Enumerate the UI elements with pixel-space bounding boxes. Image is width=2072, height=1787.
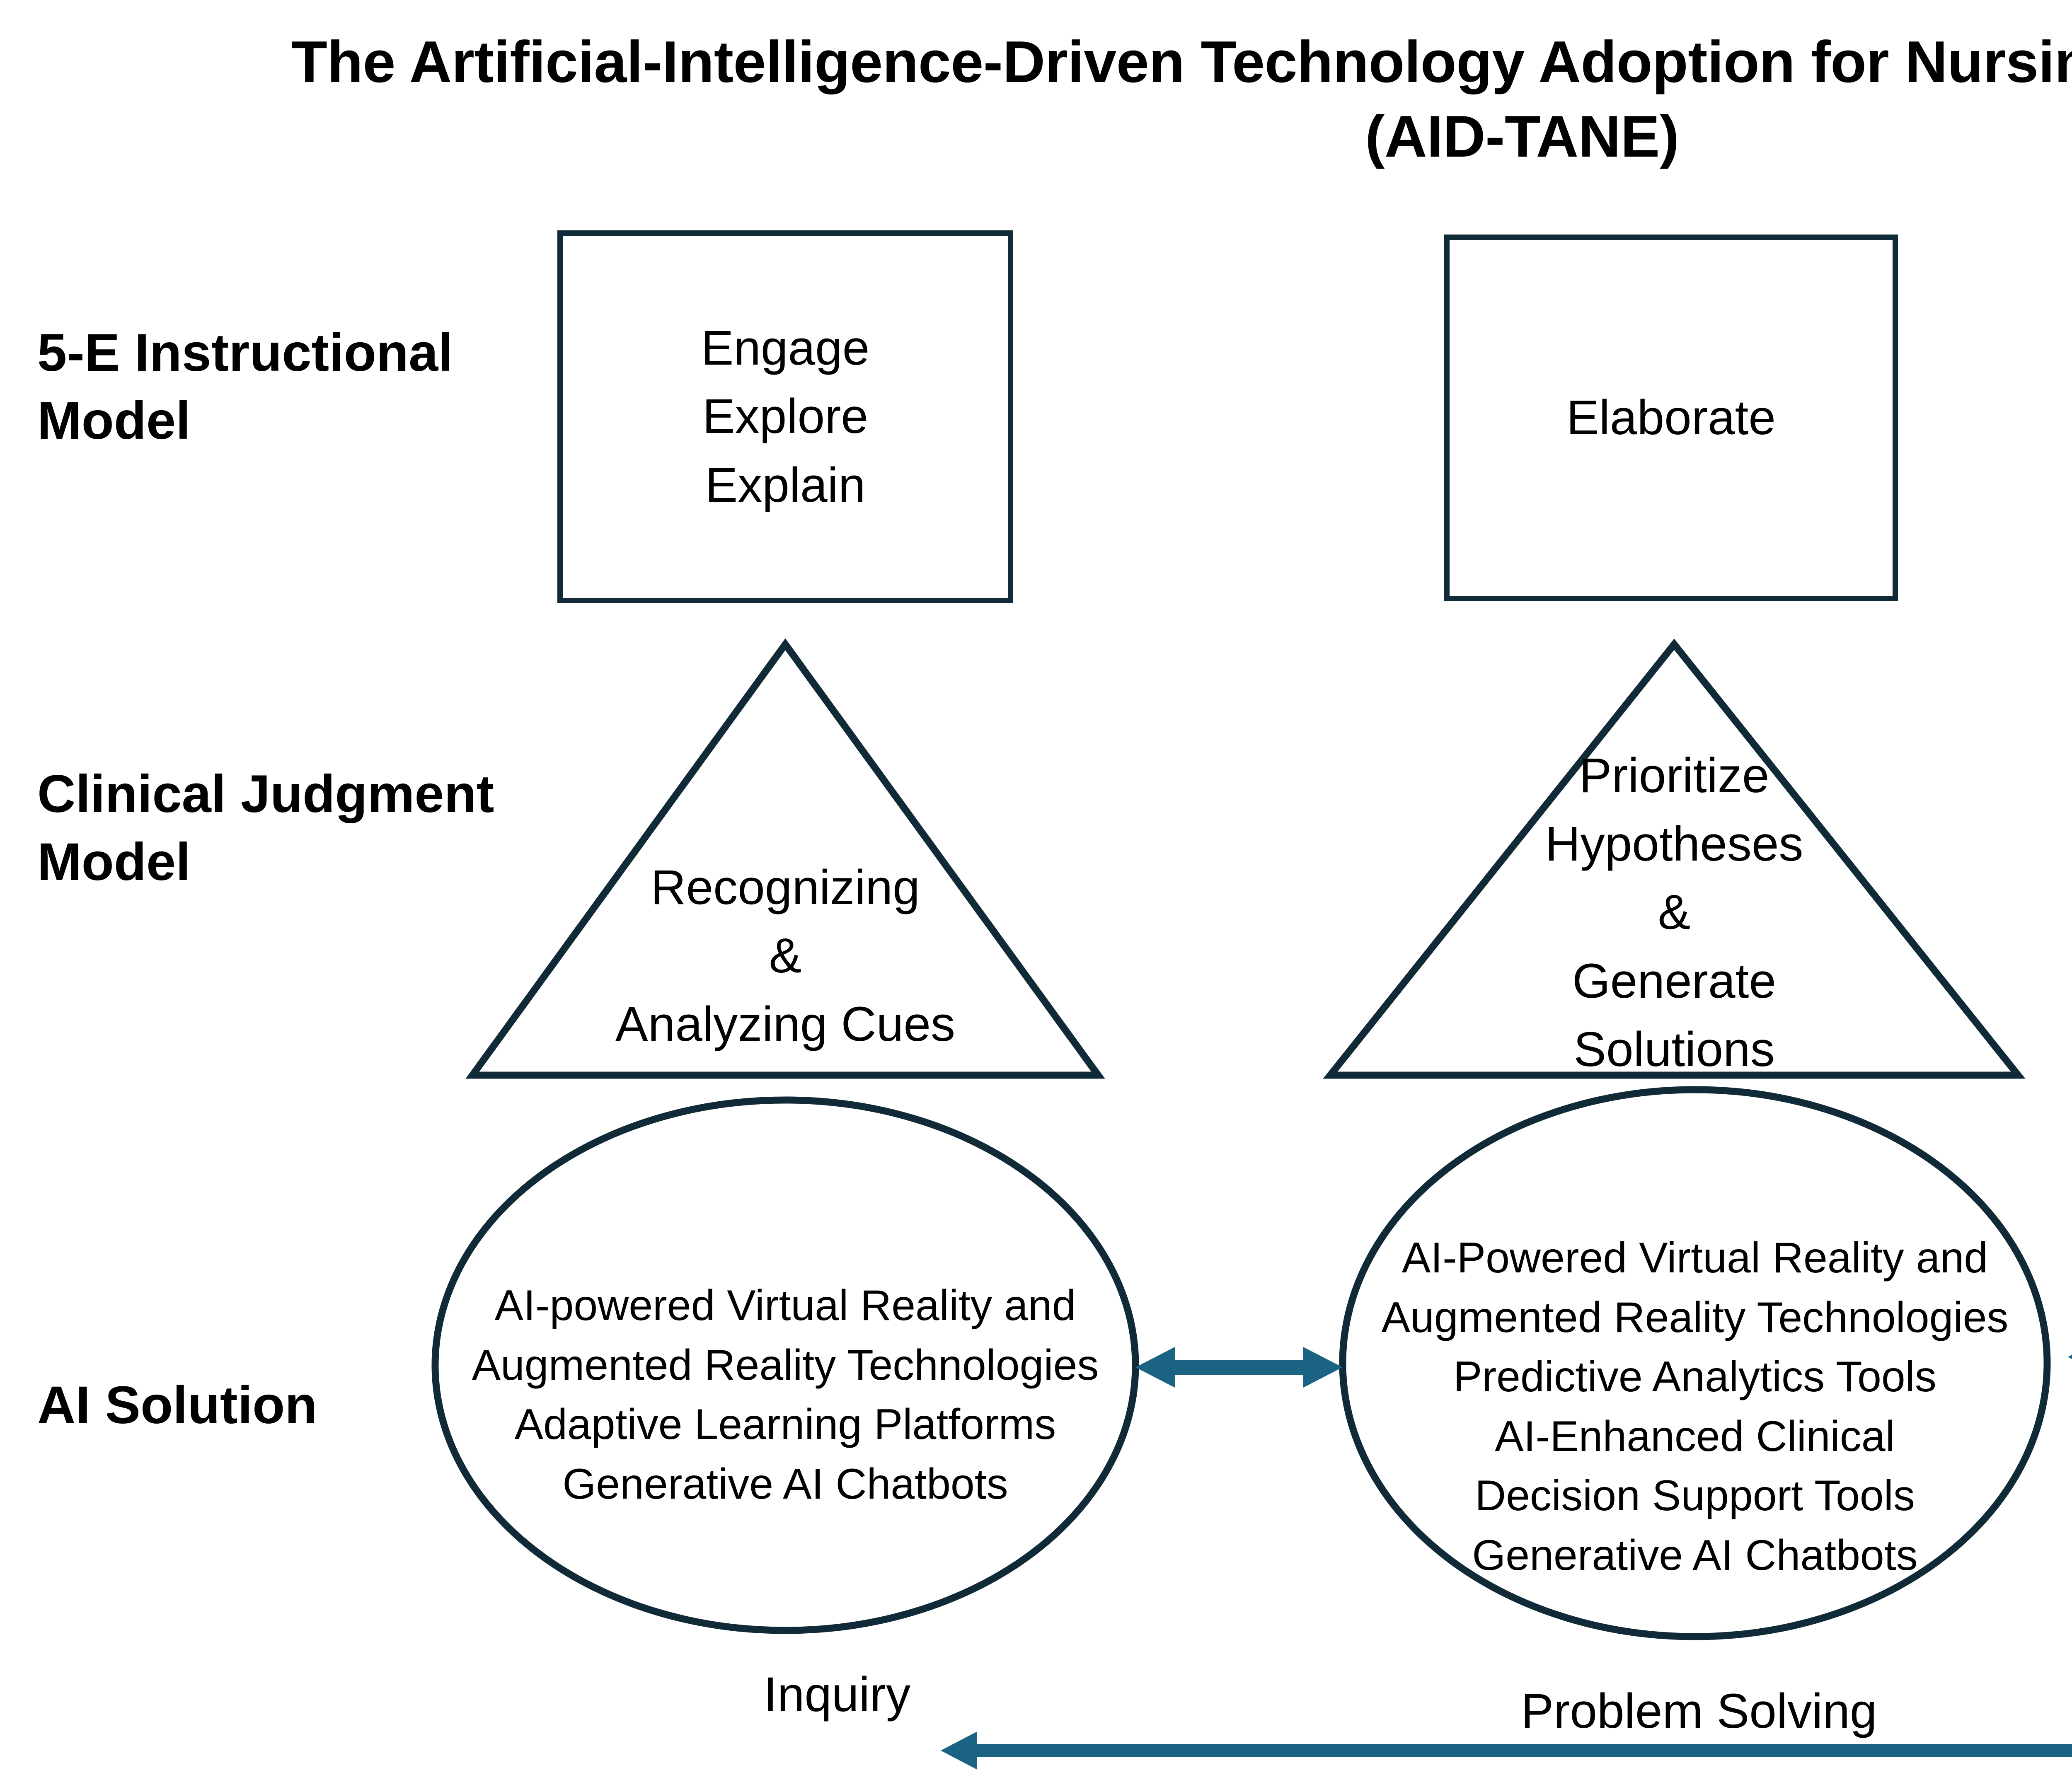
page-title: The Artificial-Intelligence-Driven Techn… bbox=[0, 25, 2072, 174]
arrow-problem-to-outcome-icon bbox=[2068, 1330, 2072, 1384]
triangle-prioritize-shape[interactable] bbox=[1323, 638, 2026, 1079]
arrow-inquiry-to-outcome-span-icon bbox=[941, 1726, 2072, 1775]
ellipse-inquiry-shape[interactable] bbox=[431, 1096, 1140, 1635]
phase-label-inquiry: Inquiry bbox=[763, 1667, 911, 1722]
row-label-ai-solution: AI Solution bbox=[37, 1376, 317, 1435]
arrow-inquiry-to-problem-icon bbox=[1135, 1340, 1343, 1394]
triangle-recognizing-shape[interactable] bbox=[465, 638, 1105, 1079]
row-label-instructional-model: 5-E Instructional Model bbox=[37, 323, 453, 450]
stage-box-engage[interactable]: Engage Explore Explain bbox=[557, 230, 1013, 603]
page-title-line-1: The Artificial-Intelligence-Driven Techn… bbox=[291, 29, 2072, 95]
ellipse-problem-solving-shape[interactable] bbox=[1339, 1086, 2051, 1641]
page-title-line-2: (AID-TANE) bbox=[1365, 104, 1679, 170]
phase-label-problem-solving: Problem Solving bbox=[1521, 1684, 1877, 1739]
stage-box-elaborate[interactable]: Elaborate bbox=[1444, 235, 1898, 601]
row-label-clinical-judgment-model: Clinical Judgment Model bbox=[37, 764, 494, 892]
